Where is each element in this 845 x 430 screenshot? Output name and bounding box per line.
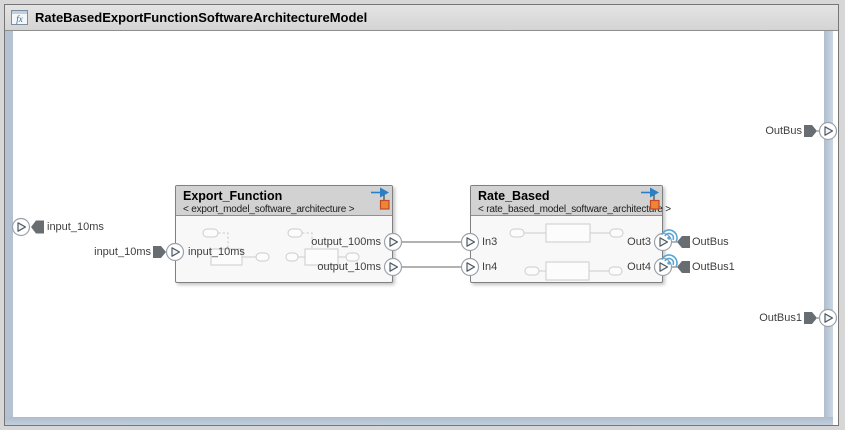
flag-out4-outbus1[interactable] xyxy=(677,261,690,273)
label-flag-outbus[interactable]: OutBus xyxy=(692,236,729,248)
model-window: fx RateBasedExportFunctionSoftwareArchit… xyxy=(4,4,839,426)
label-export-output100ms[interactable]: output_100ms xyxy=(311,236,381,248)
port-frame-input10ms[interactable] xyxy=(11,217,31,237)
flag-out3-outbus[interactable] xyxy=(677,236,690,248)
label-export-input10ms[interactable]: input_10ms xyxy=(188,246,245,258)
export-function-content-preview xyxy=(202,228,360,266)
label-frame-outbus1[interactable]: OutBus1 xyxy=(759,312,802,324)
port-rate-in3[interactable] xyxy=(460,232,480,252)
model-fx-icon: fx xyxy=(11,10,28,25)
flag-right-edge-outbus[interactable] xyxy=(804,125,817,137)
block-subtitle: < rate_based_model_software_architecture… xyxy=(478,204,671,215)
reference-badge-icon-rate[interactable] xyxy=(640,186,660,210)
label-rate-out4[interactable]: Out4 xyxy=(627,261,651,273)
label-frame-input10ms[interactable]: input_10ms xyxy=(47,221,104,233)
label-export-output10ms[interactable]: output_10ms xyxy=(317,261,381,273)
block-subtitle: < export_model_software_architecture > xyxy=(183,204,355,215)
flag-right-edge-outbus1[interactable] xyxy=(804,312,817,324)
block-title: Export_Function xyxy=(183,189,283,203)
rate-based-content-preview xyxy=(509,223,624,281)
port-frame-outbus[interactable] xyxy=(818,121,838,141)
port-export-output100ms[interactable] xyxy=(383,232,403,252)
block-title: Rate_Based xyxy=(478,189,550,203)
port-frame-outbus1[interactable] xyxy=(818,308,838,328)
flag-input10ms-to-export[interactable] xyxy=(153,246,166,258)
port-rate-in4[interactable] xyxy=(460,257,480,277)
label-frame-outbus[interactable]: OutBus xyxy=(765,125,802,137)
model-titlebar: fx RateBasedExportFunctionSoftwareArchit… xyxy=(5,5,838,31)
port-export-input10ms[interactable] xyxy=(165,242,185,262)
port-rate-out4[interactable] xyxy=(653,257,673,277)
flag-left-edge-input10ms[interactable] xyxy=(31,220,44,234)
frame-border-left xyxy=(5,31,13,417)
model-title: RateBasedExportFunctionSoftwareArchitect… xyxy=(35,10,368,25)
label-flag-input10ms[interactable]: input_10ms xyxy=(94,246,151,258)
block-export-function-header[interactable]: Export_Function < export_model_software_… xyxy=(176,186,392,216)
label-rate-in4[interactable]: In4 xyxy=(482,261,498,273)
block-rate-based[interactable]: Rate_Based < rate_based_model_software_a… xyxy=(470,185,671,283)
frame-border-bottom xyxy=(5,417,833,425)
label-flag-outbus1[interactable]: OutBus1 xyxy=(692,261,735,273)
block-rate-based-header[interactable]: Rate_Based < rate_based_model_software_a… xyxy=(471,186,671,216)
reference-badge-icon-export[interactable] xyxy=(370,186,390,210)
label-rate-out3[interactable]: Out3 xyxy=(627,236,651,248)
label-rate-in3[interactable]: In3 xyxy=(482,236,498,248)
port-rate-out3[interactable] xyxy=(653,232,673,252)
port-export-output10ms[interactable] xyxy=(383,257,403,277)
frame-border-right xyxy=(824,31,833,417)
